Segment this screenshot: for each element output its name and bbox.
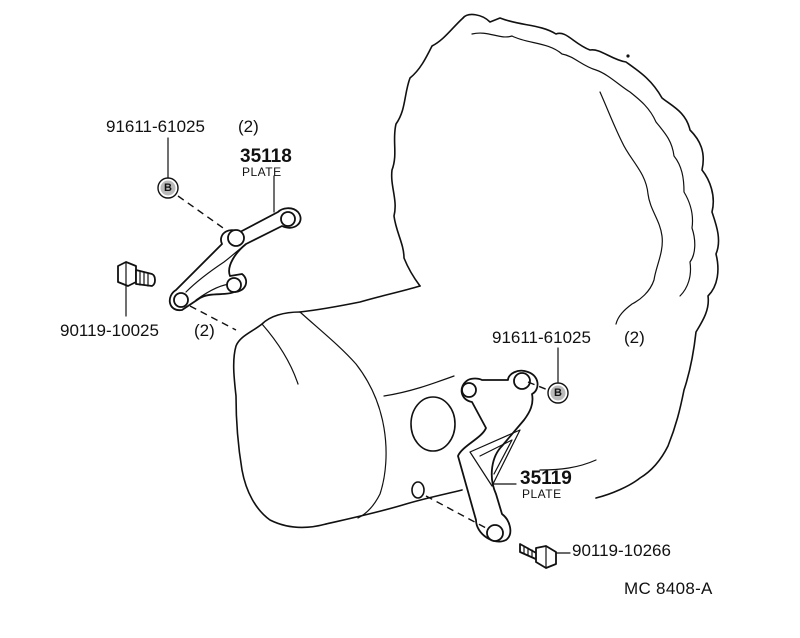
callout-35118: 35118 PLATE <box>240 146 292 179</box>
stud-90119-10025-shank <box>135 269 156 287</box>
callout-91611-upper: 91611-61025 (2) <box>106 117 259 136</box>
stud-90119-10025 <box>117 261 156 287</box>
leader-lines <box>125 137 571 554</box>
bell-housing-left <box>390 17 464 287</box>
b-marker-lower-letter: B <box>554 387 562 399</box>
callout-91611-upper-part-no: 91611-61025 <box>106 117 205 136</box>
case-mid-line <box>383 375 455 397</box>
plate-35118-hole-top <box>280 211 296 227</box>
bell-housing-inner-contour <box>599 91 663 325</box>
callout-35118-name: PLATE <box>242 165 282 179</box>
dash-plate-to-case-upper <box>189 305 237 331</box>
plate-35118 <box>168 207 302 311</box>
case-top-edge <box>299 285 421 313</box>
plate-35118-body <box>168 207 302 311</box>
plate-35119-web-inner <box>479 439 513 475</box>
b-marker-lower-fill <box>550 385 566 401</box>
case-lower-blend <box>539 459 597 471</box>
plate-35118-hole-upper <box>227 229 245 247</box>
callout-91611-lower: 91611-61025 (2) <box>492 328 645 347</box>
plate-35119-hole-right <box>513 372 531 390</box>
case-cap-rim <box>299 311 387 519</box>
plate-35118-hole-left <box>173 292 189 308</box>
bell-housing-flange <box>471 32 696 297</box>
housing-dot <box>626 54 630 58</box>
case-side-opening <box>410 396 456 452</box>
b-marker-upper-letter: B <box>164 182 172 194</box>
callout-90119-10266-part-no: 90119-10266 <box>572 541 671 560</box>
callout-91611-upper-qty: (2) <box>238 117 259 136</box>
plate-35119-hole-bottom <box>486 524 504 542</box>
stud-90119-10025-head <box>117 261 137 287</box>
callout-91611-lower-qty: (2) <box>624 328 645 347</box>
callout-35119: 35119 PLATE <box>520 468 572 501</box>
case-bottom-edge <box>325 489 463 525</box>
b-marker-upper-fill <box>160 180 176 196</box>
callout-35119-name: PLATE <box>522 487 562 501</box>
plate-35119-body <box>457 369 539 543</box>
b-marker-upper: B <box>157 177 179 199</box>
stud-90119-10025-thread <box>139 270 149 287</box>
dash-b-upper-to-plate <box>177 195 227 231</box>
plate-35119-hole-left <box>461 382 477 398</box>
dash-plate-to-b-lower <box>527 381 549 391</box>
callout-35119-part-no: 35119 <box>520 468 572 489</box>
case-lower-boss <box>411 481 425 499</box>
callout-90119-10025: 90119-10025 (2) <box>60 321 215 340</box>
callout-90119-10266: 90119-10266 <box>572 541 671 560</box>
plate-35118-rib <box>185 245 245 293</box>
callout-35118-part-no: 35118 <box>240 146 292 167</box>
case-front-cap <box>232 311 327 529</box>
stud-90119-10266-thread <box>523 545 533 558</box>
case-cap-inner <box>261 323 299 385</box>
bell-housing-outline <box>462 13 720 499</box>
plate-35119-web <box>469 429 521 487</box>
diagram-reference-code: MC 8408-A <box>624 579 713 598</box>
plate-35119 <box>457 369 539 543</box>
stud-90119-10266 <box>519 543 557 569</box>
b-marker-lower: B <box>547 382 569 404</box>
callout-90119-10025-qty: (2) <box>194 321 215 340</box>
callout-90119-10025-part-no: 90119-10025 <box>60 321 159 340</box>
callout-91611-lower-part-no: 91611-61025 <box>492 328 591 347</box>
plate-35118-hole-right <box>226 277 242 293</box>
transmission-housing <box>232 13 720 529</box>
